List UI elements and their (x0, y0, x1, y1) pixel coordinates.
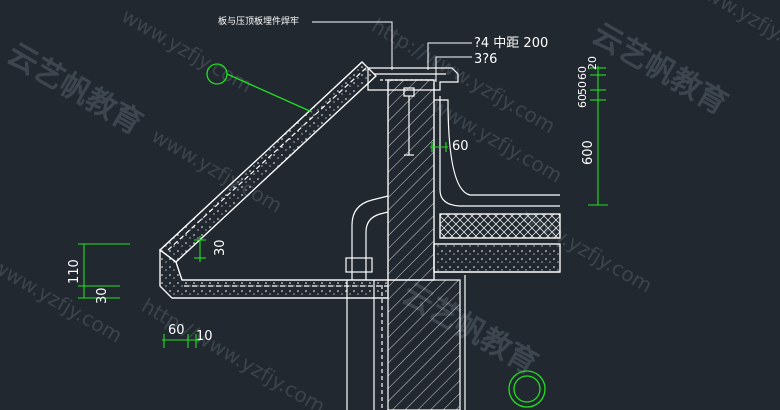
annotation-text: 板与压顶板埋件焊牢 ?4 中距 200 3?6 (218, 15, 548, 67)
dim-right-20: 20 (586, 56, 599, 70)
dim-left-110: 110 (67, 259, 82, 284)
dim-right-50: 50 (576, 81, 589, 95)
parapet-wall (387, 79, 435, 281)
detail-marker-circle-inner (513, 375, 541, 403)
drain-pipe (345, 195, 389, 280)
note-embed-weld: 板与压顶板埋件焊牢 (218, 15, 299, 27)
roof-buildup (433, 96, 561, 273)
dim-right-60a: 60 (576, 66, 589, 80)
note-rebar-spacing: ?4 中距 200 (474, 36, 548, 51)
dim-bottom-10: 10 (196, 329, 213, 344)
watermark-brand: 云艺帆教育 (1, 37, 148, 142)
section-markers (206, 63, 546, 408)
detail-marker-circle-outer (508, 370, 546, 408)
lower-wall (346, 275, 466, 410)
dim-bottom-60: 60 (168, 323, 185, 338)
watermark-brand: 云艺帆教育 (586, 17, 733, 122)
dim-right-600: 600 (581, 140, 596, 165)
watermark-url-http: http://www.yzfjy.com (138, 294, 330, 410)
leader-lines (312, 21, 472, 82)
dimension-lines (78, 66, 608, 348)
parapet-coping (367, 67, 459, 156)
watermark-url: www.yzfjy.com (688, 0, 780, 68)
dim-right-60b: 60 (576, 94, 589, 108)
horizontal-slab (159, 248, 389, 299)
note-rebar-count: 3?6 (474, 52, 497, 67)
dim-left-30: 30 (95, 287, 110, 304)
dim-wall-60: 60 (452, 139, 469, 154)
dim-slab-30: 30 (213, 239, 228, 256)
dimension-text: 20 60 50 60 600 60 30 110 30 60 10 (67, 56, 599, 344)
